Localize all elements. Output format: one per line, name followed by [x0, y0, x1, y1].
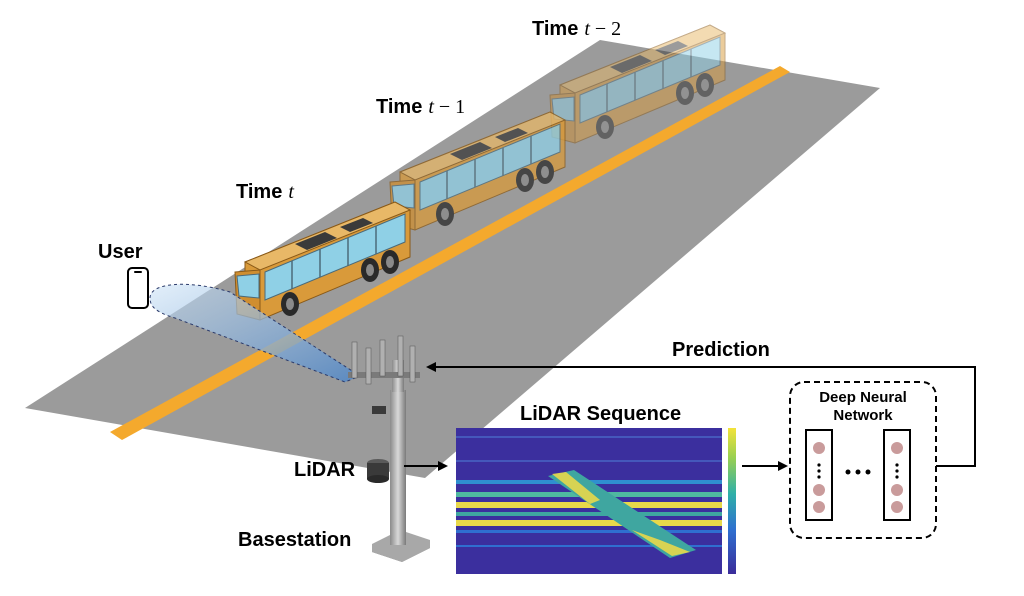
- tower-icon: [348, 335, 430, 562]
- label-lidar-sequence: LiDAR Sequence: [520, 403, 681, 425]
- label-prediction: Prediction: [672, 339, 770, 361]
- label-lidar: LiDAR: [294, 459, 356, 481]
- phone-icon: [127, 267, 149, 309]
- arrow-prediction-feedback: [436, 366, 976, 467]
- label-dnn-line2: Network: [833, 407, 893, 424]
- beam: [149, 283, 362, 383]
- label-user: User: [98, 241, 143, 263]
- label-basestation: Basestation: [238, 529, 351, 551]
- lidar-sequence-heatmap: [456, 428, 736, 574]
- lidar-sensor-icon: [367, 459, 389, 483]
- label-dnn-line1: Deep Neural: [819, 389, 907, 406]
- neuron-icon: [813, 442, 903, 513]
